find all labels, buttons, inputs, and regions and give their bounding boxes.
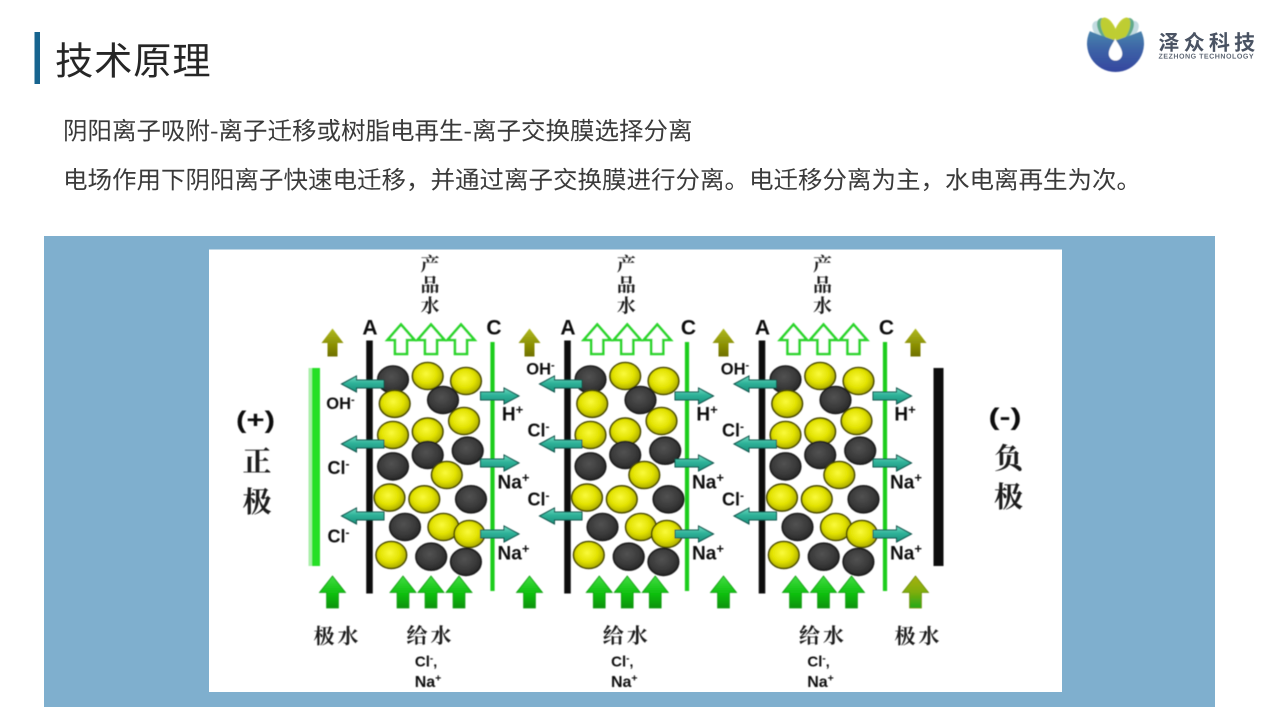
svg-text:Cl-: Cl- <box>528 489 550 510</box>
svg-text:Cl-,: Cl-, <box>807 654 829 671</box>
svg-text:Na+: Na+ <box>498 541 530 565</box>
svg-text:Cl-: Cl- <box>328 457 350 478</box>
svg-text:Na+: Na+ <box>890 541 922 565</box>
svg-text:A: A <box>560 317 575 340</box>
svg-text:C: C <box>879 317 894 340</box>
svg-text:C: C <box>681 317 696 340</box>
svg-text:Cl-: Cl- <box>328 526 350 547</box>
svg-text:(-): (-) <box>989 404 1022 431</box>
svg-text:Na+: Na+ <box>692 470 724 494</box>
svg-text:Na+: Na+ <box>415 673 442 692</box>
svg-text:Na+: Na+ <box>692 541 724 565</box>
svg-text:Cl-: Cl- <box>722 420 744 441</box>
svg-text:OH-: OH- <box>721 360 750 379</box>
svg-text:(+): (+) <box>236 407 275 434</box>
svg-text:Cl-,: Cl-, <box>611 654 633 671</box>
svg-text:Cl-,: Cl-, <box>415 654 437 671</box>
svg-text:A: A <box>755 317 770 340</box>
svg-text:Na+: Na+ <box>807 673 834 692</box>
svg-text:A: A <box>362 317 377 340</box>
svg-text:C: C <box>486 317 501 340</box>
svg-text:OH-: OH- <box>326 394 355 413</box>
svg-text:Na+: Na+ <box>498 470 530 494</box>
svg-text:Na+: Na+ <box>611 673 638 692</box>
svg-text:OH-: OH- <box>526 360 555 379</box>
svg-text:Cl-: Cl- <box>528 420 550 441</box>
svg-text:Na+: Na+ <box>890 470 922 494</box>
svg-text:Cl-: Cl- <box>722 489 744 510</box>
